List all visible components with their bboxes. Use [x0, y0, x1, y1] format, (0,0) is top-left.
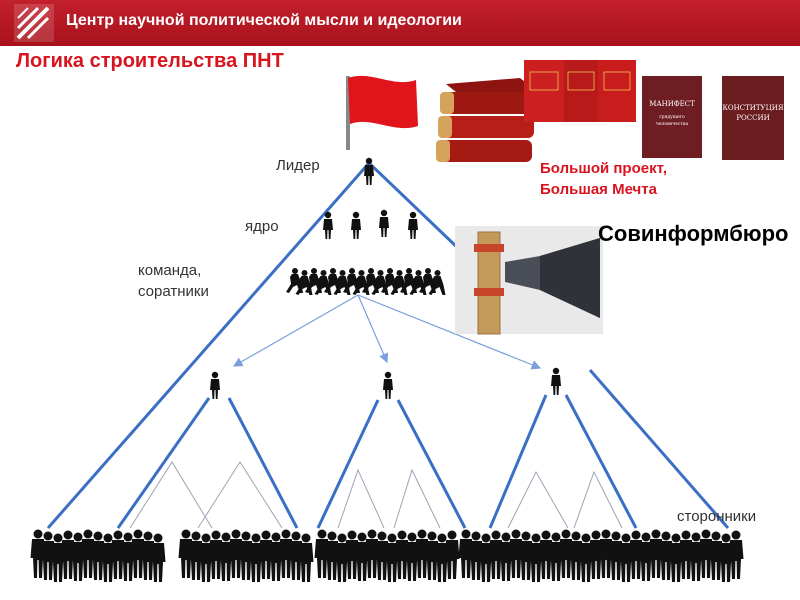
- sub-pyramid-lines: [116, 394, 638, 529]
- leader-label: Лидер: [276, 157, 320, 174]
- person-icon: [351, 211, 361, 239]
- crowd-person-icon: [728, 530, 744, 579]
- big-project-label: Большой проект, Большая Мечта: [540, 160, 667, 198]
- constitution-book-icon: КОНСТИТУЦИЯ РОССИИ: [722, 76, 784, 160]
- svg-text:грядущего: грядущего: [659, 115, 685, 120]
- core-label: ядро: [245, 218, 279, 235]
- svg-text:РОССИИ: РОССИИ: [736, 114, 769, 122]
- svg-text:КОНСТИТУЦИЯ: КОНСТИТУЦИЯ: [723, 104, 784, 112]
- header-bar: Центр научной политической мысли и идеол…: [0, 0, 800, 46]
- sovinformbureau-label: Совинформбюро: [598, 221, 789, 246]
- pyramid-outline: [46, 161, 730, 529]
- red-booklets-icon: [524, 60, 636, 122]
- inner-triangles: [129, 461, 623, 529]
- leader-person-icon: [364, 157, 374, 185]
- crowd-person-icon: [444, 530, 460, 579]
- person-icon: [551, 367, 561, 395]
- logo-icon: [14, 4, 54, 42]
- manifesto-book-icon: МАНИФЕСТ грядущего человечества: [642, 76, 702, 158]
- red-flag-icon: [346, 75, 418, 150]
- distribution-arrows: [232, 294, 542, 370]
- person-icon: [383, 371, 393, 399]
- core-group: [323, 209, 418, 239]
- crowd-person-icon: [298, 533, 314, 582]
- team-label: команда, соратники: [138, 262, 209, 300]
- person-icon: [408, 211, 418, 239]
- supporters-label: сторонники: [677, 508, 757, 525]
- team-crowd-icon: [286, 268, 446, 295]
- svg-text:человечества: человечества: [656, 122, 689, 127]
- supporters-crowd-icon: [30, 529, 744, 582]
- crowd-person-icon: [150, 533, 166, 582]
- person-icon: [379, 209, 389, 237]
- svg-text:МАНИФЕСТ: МАНИФЕСТ: [649, 100, 695, 108]
- header-title: Центр научной политической мысли и идеол…: [66, 12, 462, 29]
- stacked-books-icon: [436, 78, 538, 162]
- person-icon: [323, 211, 333, 239]
- loudspeaker-icon: [455, 226, 603, 335]
- person-icon: [210, 371, 220, 399]
- slide-title: Логика строительства ПНТ: [16, 50, 284, 72]
